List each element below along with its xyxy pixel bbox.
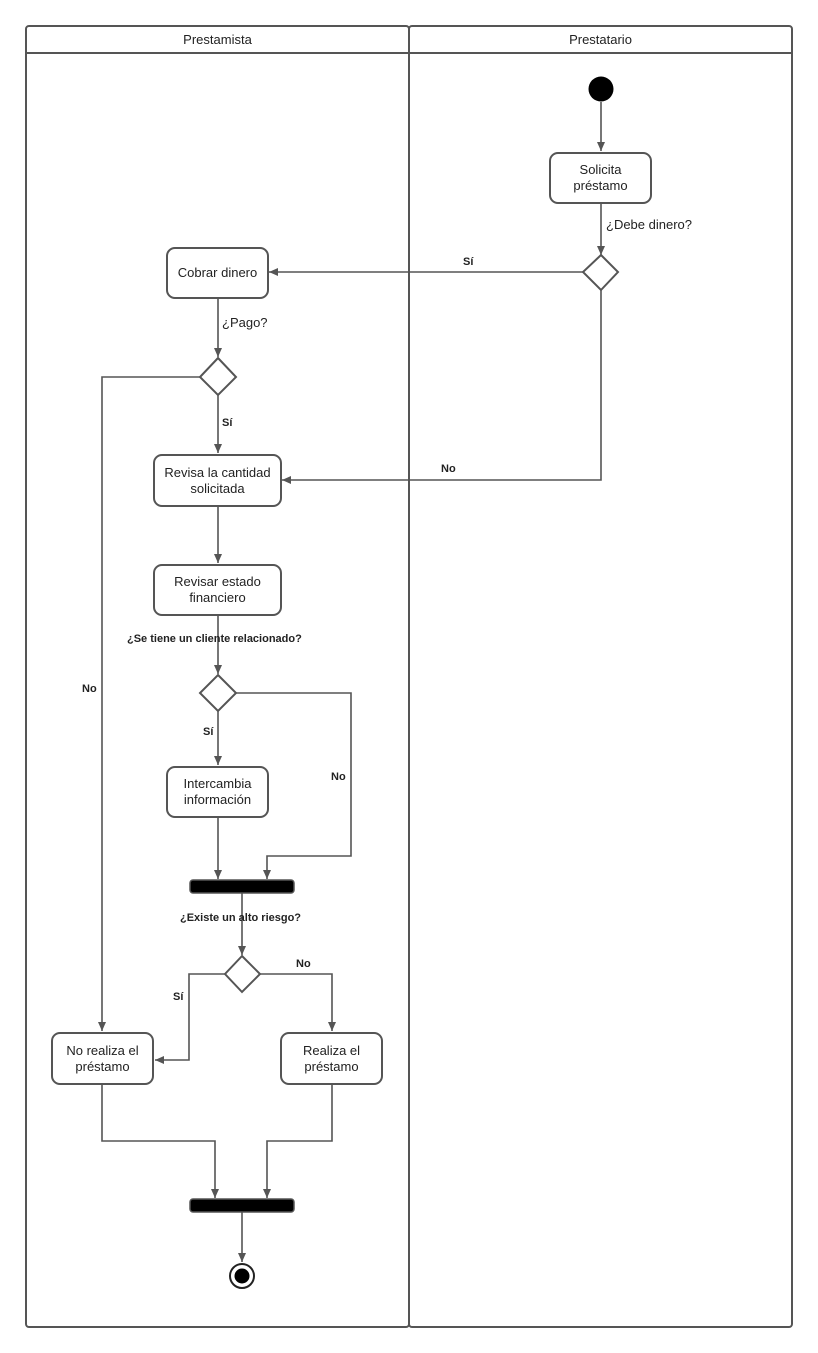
activity-solicita-prestamo: Solicita préstamo xyxy=(549,152,652,204)
activity-intercambia-info: Intercambia información xyxy=(166,766,269,818)
activity-revisar-estado: Revisar estado financiero xyxy=(153,564,282,616)
edge-riesgo-si-norealiza xyxy=(155,973,225,1064)
edge-label-riesgo-si: Sí xyxy=(173,991,184,1003)
edge-label-debe-no: No xyxy=(441,463,456,475)
edge-pago-no-norealiza xyxy=(98,376,200,1031)
activity-no-realiza-prestamo: No realiza el préstamo xyxy=(51,1032,154,1085)
edge-riesgo-no-realiza xyxy=(260,973,336,1031)
edge-label-cliente-no: No xyxy=(331,771,346,783)
lane-header-prestamista: Prestamista xyxy=(27,27,408,54)
edge-norealiza-join xyxy=(101,1085,219,1198)
activity-revisa-cantidad: Revisa la cantidad solicitada xyxy=(153,454,282,507)
edge-label-riesgo-no: No xyxy=(296,958,311,970)
sync-bar-join xyxy=(189,1198,295,1213)
edge-label-pago-no: No xyxy=(82,683,97,695)
activity-cobrar-dinero: Cobrar dinero xyxy=(166,247,269,299)
edge-label-pago-si: Sí xyxy=(222,417,233,429)
decision-debe-dinero xyxy=(581,253,620,292)
guard-pago: ¿Pago? xyxy=(222,315,268,330)
end-node-core xyxy=(234,1268,250,1284)
edge-debe-no-revisa xyxy=(282,290,602,484)
edge-cliente-no-bar xyxy=(236,692,352,879)
decision-pago xyxy=(198,356,238,397)
lane-header-prestatario: Prestatario xyxy=(410,27,791,54)
decision-cliente xyxy=(198,673,238,713)
lane-prestatario: Prestatario xyxy=(408,25,793,1328)
guard-debe-dinero: ¿Debe dinero? xyxy=(606,217,692,232)
guard-cliente-relacionado: ¿Se tiene un cliente relacionado? xyxy=(127,633,302,645)
guard-alto-riesgo: ¿Existe un alto riesgo? xyxy=(180,912,302,924)
start-node xyxy=(588,76,614,102)
edge-label-cliente-si: Sí xyxy=(203,726,214,738)
edge-realiza-join xyxy=(263,1085,333,1198)
edge-label-debe-si: Sí xyxy=(463,256,474,268)
activity-realiza-prestamo: Realiza el préstamo xyxy=(280,1032,383,1085)
sync-bar-fork xyxy=(189,879,295,894)
decision-riesgo xyxy=(223,954,262,994)
